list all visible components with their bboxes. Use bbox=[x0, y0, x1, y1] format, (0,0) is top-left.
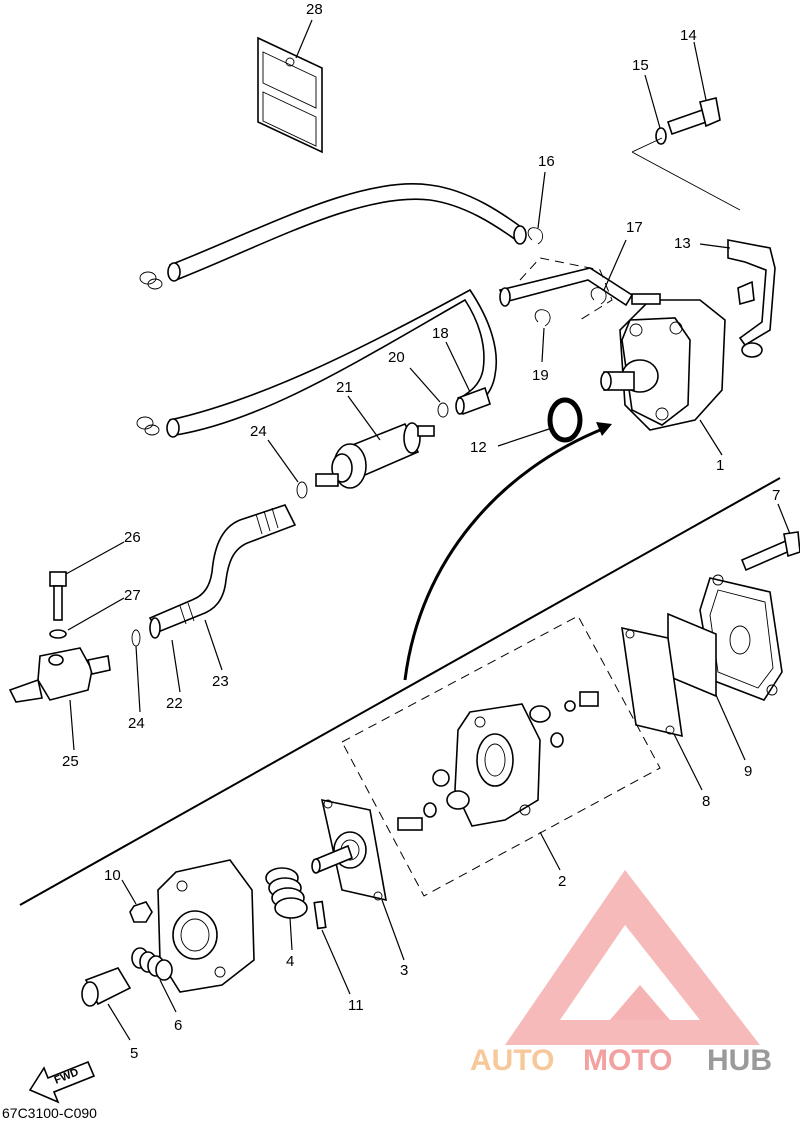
part-16-clip bbox=[527, 171, 546, 245]
callout-23: 23 bbox=[212, 673, 229, 690]
part-1-fuel-pump bbox=[600, 293, 726, 456]
callout-15: 15 bbox=[632, 57, 649, 74]
assembly-arrow bbox=[403, 426, 606, 681]
part-18-hose bbox=[445, 341, 491, 416]
part-9-cover bbox=[667, 574, 783, 761]
callout-4: 4 bbox=[286, 953, 294, 970]
part-25-fuel-connector bbox=[8, 647, 111, 751]
pump-housing bbox=[157, 859, 255, 993]
watermark-hub: HUB bbox=[707, 1044, 772, 1077]
part-22-23-hose bbox=[148, 504, 297, 693]
part-7-screw bbox=[740, 503, 800, 572]
callout-13: 13 bbox=[674, 235, 691, 252]
section-divider-line bbox=[19, 477, 781, 906]
callout-2: 2 bbox=[558, 873, 566, 890]
callout-26: 26 bbox=[124, 529, 141, 546]
watermark-auto: AUTO bbox=[470, 1044, 554, 1077]
callout-24-lower: 24 bbox=[128, 715, 145, 732]
callout-18: 18 bbox=[432, 325, 449, 342]
callout-22: 22 bbox=[166, 695, 183, 712]
callout-10: 10 bbox=[104, 867, 121, 884]
part-15-washer bbox=[644, 74, 667, 145]
part-6-spring bbox=[131, 947, 177, 1013]
part-27-washer bbox=[49, 597, 125, 639]
part-3-diaphragm bbox=[311, 798, 405, 961]
part-28-label bbox=[257, 19, 323, 154]
callout-28: 28 bbox=[306, 1, 323, 18]
part-26-bolt bbox=[49, 541, 125, 621]
callout-3: 3 bbox=[400, 962, 408, 979]
part-4-spring bbox=[265, 867, 308, 951]
part-5-plunger bbox=[81, 967, 132, 1041]
callout-5: 5 bbox=[130, 1045, 138, 1062]
callout-20: 20 bbox=[388, 349, 405, 366]
callout-24-upper: 24 bbox=[250, 423, 267, 440]
watermark-logo: AUTO MOTO HUB bbox=[470, 870, 772, 1077]
callout-1: 1 bbox=[716, 457, 724, 474]
callout-labels: 1 2 3 4 5 6 7 8 9 10 11 12 13 14 15 16 1… bbox=[62, 1, 780, 1062]
part-20-clip bbox=[409, 367, 449, 418]
part-21-fuel-filter bbox=[315, 395, 435, 489]
part-10-nut bbox=[121, 879, 153, 923]
hose-to-pump bbox=[498, 257, 634, 321]
part-8-gasket bbox=[621, 626, 703, 791]
part-17-clip bbox=[590, 239, 627, 305]
callout-16: 16 bbox=[538, 153, 555, 170]
watermark-moto: MOTO bbox=[583, 1044, 672, 1077]
part-19-clip bbox=[534, 309, 551, 363]
callout-25: 25 bbox=[62, 753, 79, 770]
part-24-clip-upper bbox=[267, 439, 308, 499]
callout-9: 9 bbox=[744, 763, 752, 780]
callout-7: 7 bbox=[772, 487, 780, 504]
callout-21: 21 bbox=[336, 379, 353, 396]
callout-27: 27 bbox=[124, 587, 141, 604]
part-24-clip-lower bbox=[131, 629, 141, 713]
assembly-arrowhead bbox=[596, 422, 612, 436]
diagram-code: 67C3100-C090 bbox=[2, 1105, 97, 1121]
fwd-arrow: FWD bbox=[28, 1060, 96, 1104]
part-14-bolt bbox=[666, 41, 721, 136]
upper-fuel-hose bbox=[139, 183, 527, 290]
part-11-pin bbox=[313, 900, 351, 995]
part-12-o-ring bbox=[497, 397, 583, 447]
part-13-bracket bbox=[699, 239, 776, 358]
callout-12: 12 bbox=[470, 439, 487, 456]
part-2-diaphragm-assembly bbox=[341, 615, 661, 897]
lower-fuel-hose bbox=[136, 288, 498, 438]
callout-8: 8 bbox=[702, 793, 710, 810]
callout-11: 11 bbox=[348, 997, 364, 1014]
callout-14: 14 bbox=[680, 27, 697, 44]
callout-6: 6 bbox=[174, 1017, 182, 1034]
callout-17: 17 bbox=[626, 219, 643, 236]
callout-19: 19 bbox=[532, 367, 549, 384]
